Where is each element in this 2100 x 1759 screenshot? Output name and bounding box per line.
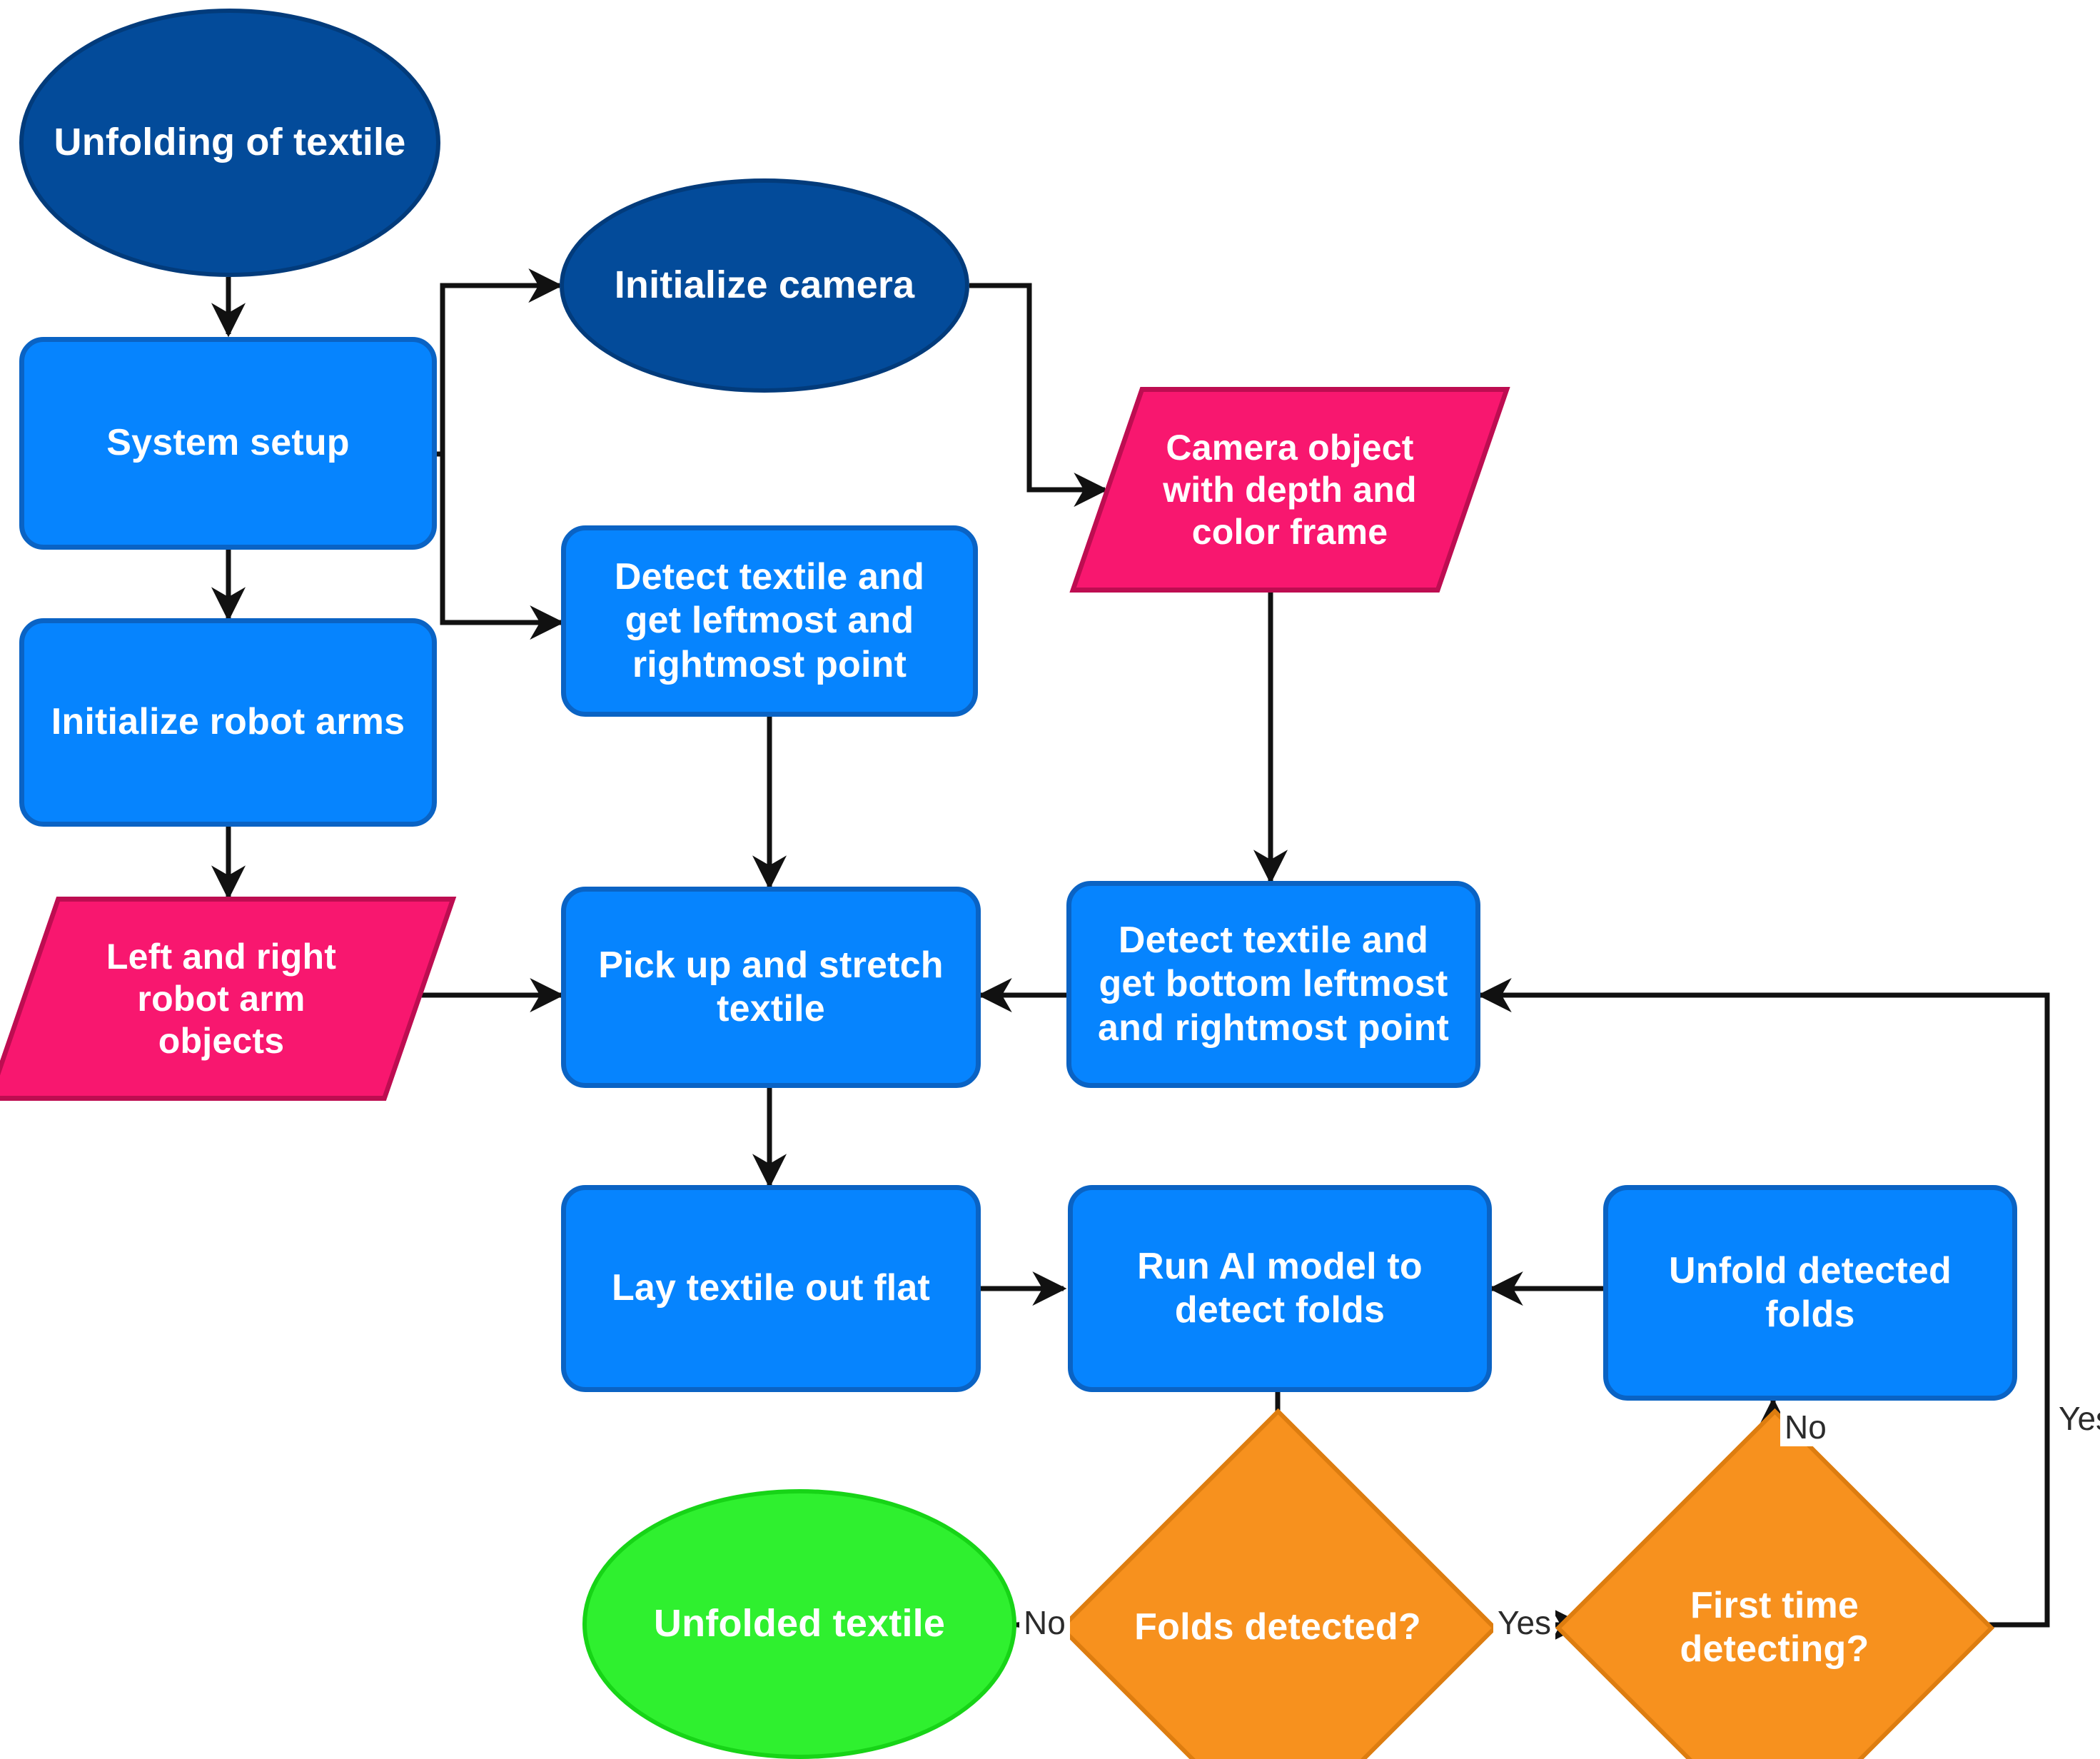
edge-label-first-time-no: No: [1780, 1408, 1831, 1446]
node-label: First time detecting?: [1680, 1584, 1869, 1670]
node-first-time-detecting[interactable]: First time detecting?: [1555, 1408, 1994, 1759]
edge-label-folds-detected-no: No: [1019, 1603, 1070, 1642]
node-initialize-robot-arms[interactable]: Initialize robot arms: [19, 618, 437, 827]
node-unfolding-of-textile[interactable]: Unfolding of textile: [19, 9, 440, 277]
node-initialize-camera[interactable]: Initialize camera: [560, 178, 969, 393]
node-label: Unfolding of textile: [54, 121, 406, 164]
diamond-shape: [1058, 1408, 1498, 1759]
node-camera-object[interactable]: Camera object with depth and color frame: [1069, 387, 1510, 593]
node-label: Initialize robot arms: [51, 701, 405, 743]
node-label: Detect textile and get leftmost and righ…: [614, 555, 925, 685]
node-label: Unfolded textile: [653, 1602, 946, 1645]
node-label: Detect textile and get bottom leftmost a…: [1098, 919, 1449, 1049]
node-label: Run AI model to detect folds: [1137, 1245, 1423, 1331]
node-run-ai-model[interactable]: Run AI model to detect folds: [1068, 1185, 1492, 1392]
node-lay-textile-out-flat[interactable]: Lay textile out flat: [561, 1185, 981, 1392]
node-label: Unfold detected folds: [1669, 1249, 1952, 1335]
edge-system-setup-to-detect-leftmost: [440, 454, 565, 640]
node-label: Folds detected?: [1134, 1606, 1421, 1648]
node-detect-textile-leftmost[interactable]: Detect textile and get leftmost and righ…: [561, 525, 978, 717]
node-label: Pick up and stretch textile: [598, 944, 944, 1029]
node-pick-up-and-stretch-textile[interactable]: Pick up and stretch textile: [561, 887, 981, 1088]
node-system-setup[interactable]: System setup: [19, 337, 437, 550]
node-folds-detected[interactable]: Folds detected?: [1058, 1408, 1498, 1759]
node-label: Left and right robot arm objects: [106, 936, 337, 1061]
node-label: System setup: [106, 422, 350, 464]
edge-label-first-time-yes: Yes: [2054, 1399, 2100, 1438]
node-unfold-detected-folds[interactable]: Unfold detected folds: [1603, 1185, 2017, 1401]
edge-init-camera-to-camera-object: [969, 283, 1109, 508]
node-label: Lay textile out flat: [611, 1267, 931, 1309]
node-detect-textile-bottom[interactable]: Detect textile and get bottom leftmost a…: [1066, 881, 1480, 1088]
node-label: Initialize camera: [614, 263, 915, 307]
node-label: Camera object with depth and color frame: [1163, 427, 1417, 552]
node-unfolded-textile[interactable]: Unfolded textile: [582, 1489, 1016, 1759]
node-left-right-robot-arm-objects[interactable]: Left and right robot arm objects: [0, 897, 457, 1101]
edge-label-folds-detected-yes: Yes: [1493, 1603, 1556, 1642]
